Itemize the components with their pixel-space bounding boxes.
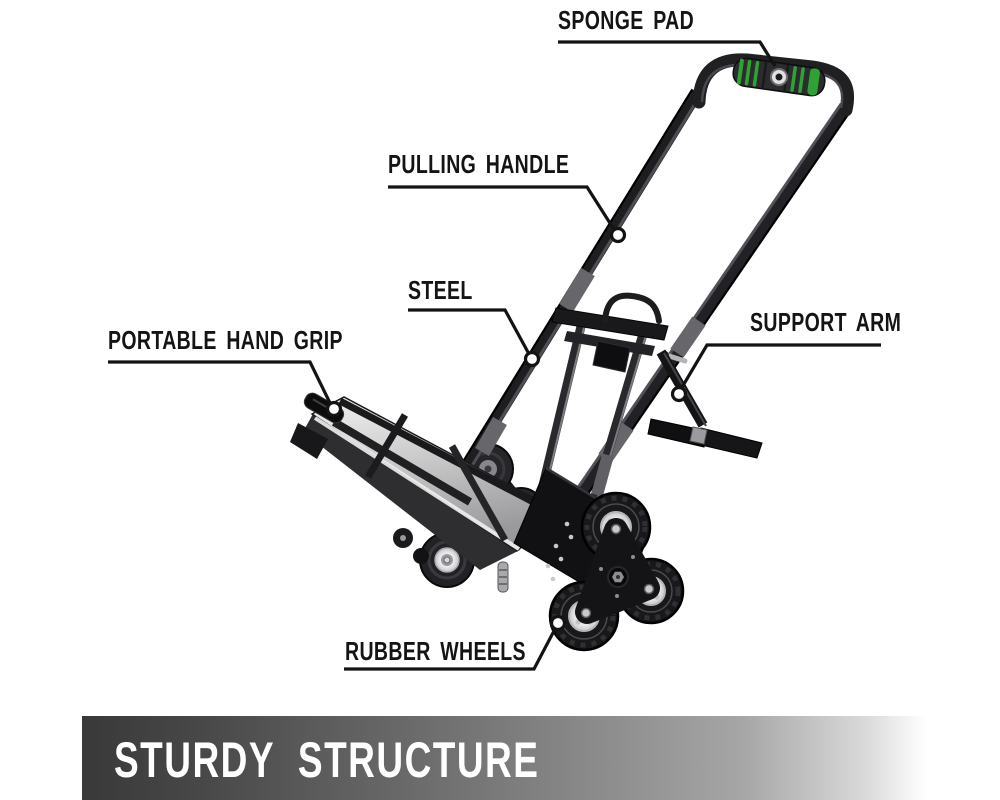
callout-label-portable-hand-grip: PORTABLE HAND GRIP [108,325,343,355]
leader-pulling-handle [388,185,617,232]
grab-handle [602,292,662,324]
support-arm [647,349,763,459]
toe-plate [290,392,564,570]
wheel-cluster-front [548,491,685,652]
callout-label-rubber-wheels: RUBBER WHEELS [345,636,526,666]
toe-block [290,423,328,459]
callout-marker-icon [609,226,627,244]
axle-nuts [580,523,655,619]
leader-support-arm [679,343,881,390]
callout-leaders [108,40,881,671]
banner: STURDY STRUCTURE [82,716,1000,800]
fold-bracket [393,528,429,564]
callout-label-pulling-handle: PULLING HANDLE [388,149,570,179]
leader-sponge-pad [558,40,777,67]
sponge-pad [732,57,826,97]
leader-portable-hand-grip [108,360,332,404]
foot-clamp [689,426,708,445]
rail-sleeves [475,267,706,463]
callout-label-sponge-pad: SPONGE PAD [558,5,695,35]
callout-marker-icon [523,350,541,368]
latch-plate [592,340,631,373]
callout-marker-icon [325,400,343,418]
callout-marker-icon [670,385,688,403]
banner-title: STURDY STRUCTURE [114,732,540,788]
callout-label-support-arm: SUPPORT ARM [750,307,902,337]
callout-label-steel: STEEL [408,275,473,305]
callout-markers [325,226,688,632]
callout-marker-icon [549,614,567,632]
spring [497,561,509,593]
leader-rubber-wheels [344,628,557,671]
leader-steel [408,308,531,355]
